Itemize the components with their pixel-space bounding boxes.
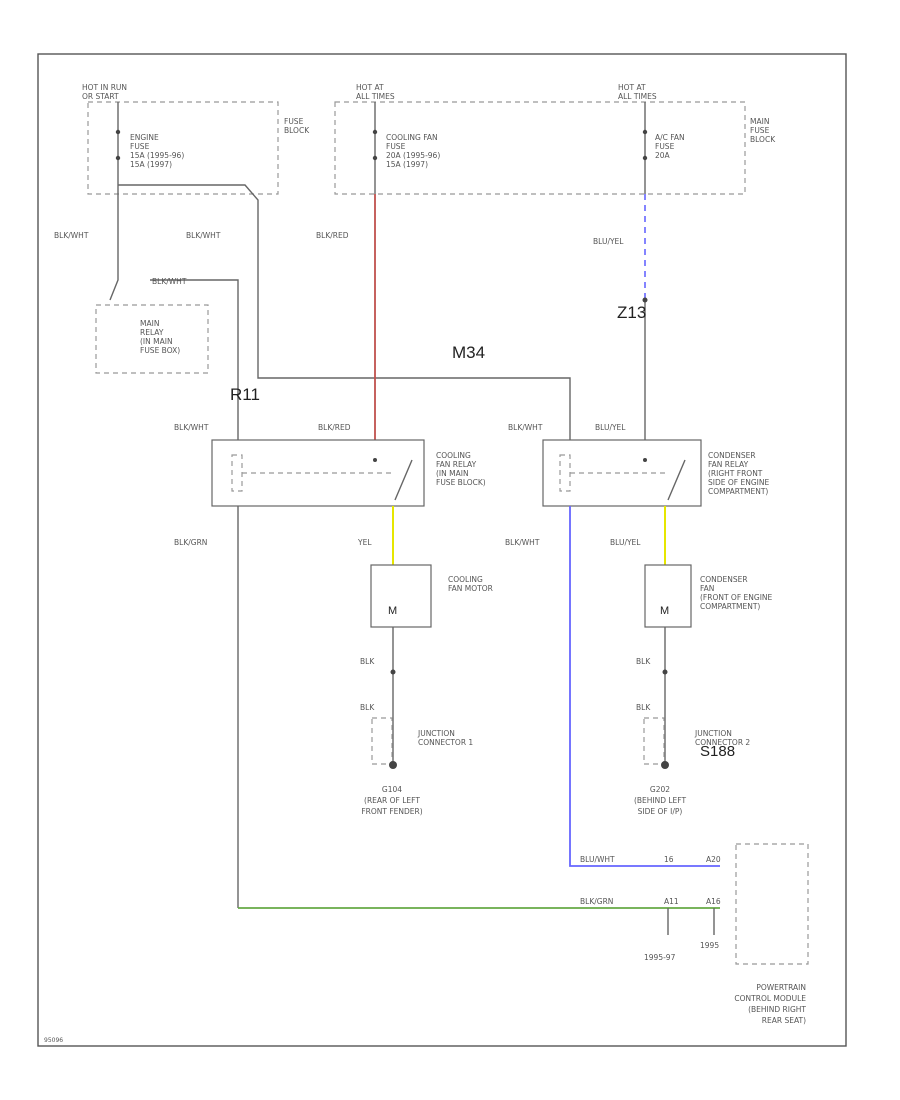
pin-label: A20: [706, 855, 721, 864]
cooling-fan-relay-box: [211, 439, 425, 507]
wire-label: BLU/YEL: [593, 237, 624, 246]
wire-label: BLK/WHT: [508, 423, 543, 432]
wire-label: BLK/RED: [316, 231, 349, 240]
relay-coil-icon-2: [559, 454, 686, 501]
wire-label: BLK/GRN: [580, 897, 613, 906]
condenser-fan-relay-box: [542, 439, 702, 507]
wire-label: BLK/WHT: [505, 538, 540, 547]
wire-r11: [150, 279, 239, 440]
pin-label: 16: [664, 855, 674, 864]
main-fuse-block: [334, 101, 746, 195]
wire-label: BLK/RED: [318, 423, 351, 432]
connector-m34-label: M34: [452, 343, 485, 362]
main-relay-box: [95, 304, 209, 374]
ground-icon-2: [661, 761, 669, 769]
motor-icon-2: M: [660, 605, 669, 617]
splice-z13: [642, 297, 648, 303]
wire-m34: [118, 184, 571, 440]
wire-label: BLU/WHT: [580, 855, 615, 864]
connector-r11-label: R11: [230, 385, 260, 404]
corner-code: 95096: [44, 1037, 63, 1044]
pin-label: A16: [706, 897, 721, 906]
motor-icon: M: [388, 605, 397, 617]
year-label: 1995-97: [644, 953, 676, 962]
wire-label: BLK: [360, 703, 375, 712]
ac-fan-fuse-icon: [642, 102, 648, 194]
year-label: 1995: [700, 941, 719, 950]
cooling-fan-motor-box: [370, 564, 432, 628]
wire-label: BLK/WHT: [174, 423, 209, 432]
junction-connector-box-2: [643, 717, 665, 765]
pin-label: A11: [664, 897, 679, 906]
junction-connector-box: [371, 717, 393, 765]
wire-label: BLK/WHT: [54, 231, 89, 240]
wire-label: YEL: [357, 538, 372, 547]
wire-label: BLU/YEL: [610, 538, 641, 547]
relay-coil-icon: [231, 454, 413, 501]
wire-label: BLU/YEL: [595, 423, 626, 432]
fuse-block-left: [87, 101, 279, 195]
connector-z13-label: Z13: [617, 303, 646, 322]
cooling-fan-fuse-icon: [372, 102, 378, 194]
diagram-border: [37, 53, 847, 1047]
wire-to-main-relay: [109, 194, 119, 301]
splice-s188-label: S188: [700, 743, 735, 760]
wire-label: BLK/GRN: [174, 538, 207, 547]
wire-label: BLK/WHT: [186, 231, 221, 240]
wire-label: BLK: [636, 657, 651, 666]
engine-fuse-icon: [115, 102, 121, 194]
wire-label: BLK: [360, 657, 375, 666]
blue-wire: [569, 506, 720, 867]
pcm-box: [735, 843, 809, 965]
condenser-fan-box: [644, 564, 692, 628]
ground-icon: [389, 761, 397, 769]
wire-label: BLK: [636, 703, 651, 712]
wire-label: BLK/WHT: [152, 277, 187, 286]
